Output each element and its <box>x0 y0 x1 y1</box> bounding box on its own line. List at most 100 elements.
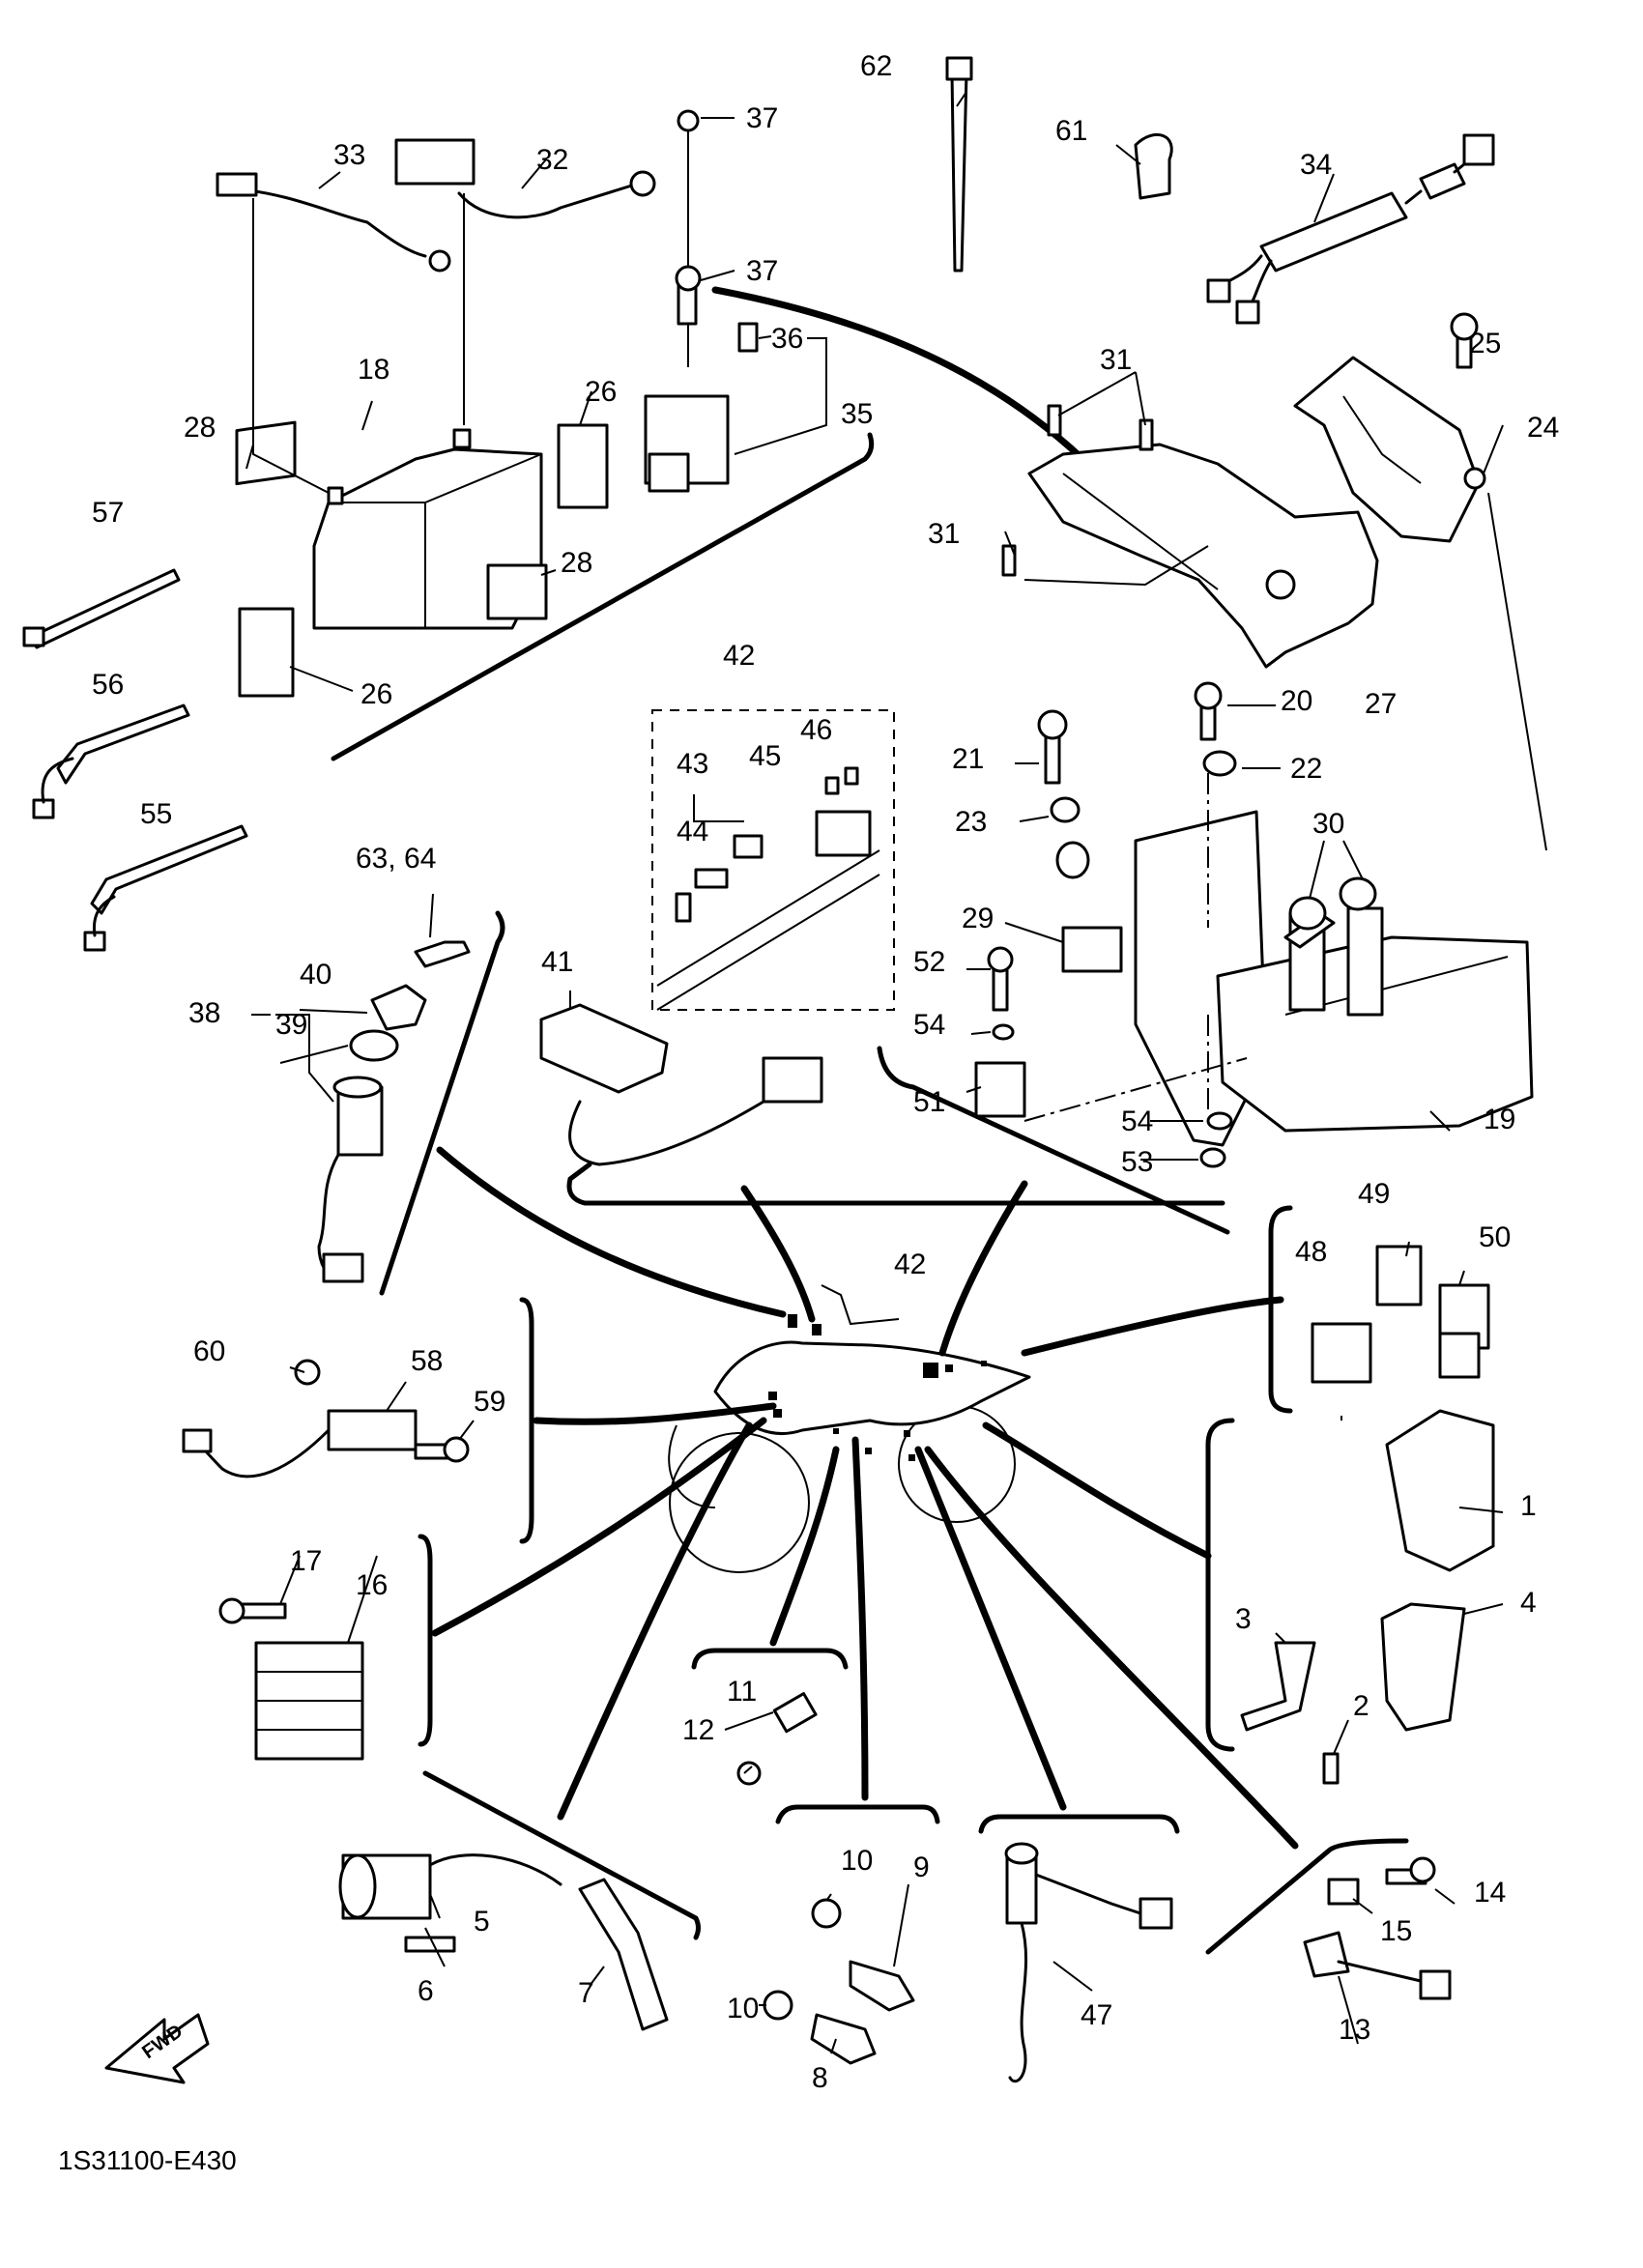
washer-12 <box>736 1761 762 1786</box>
callout-51: 51 <box>913 1086 945 1118</box>
callout-20: 20 <box>1281 685 1312 717</box>
callout-28b: 28 <box>561 547 592 579</box>
callout-45: 45 <box>749 740 781 772</box>
stay-3[interactable] <box>1240 1641 1316 1732</box>
ecu-group <box>1240 1409 1495 1785</box>
sensor-13-group <box>1303 1856 1452 2000</box>
harness-34 <box>1206 133 1495 325</box>
callout-29: 29 <box>962 903 994 934</box>
callout-37a: 37 <box>746 102 778 134</box>
relay-48[interactable] <box>1311 1322 1372 1384</box>
callout-54a: 54 <box>913 1009 945 1041</box>
callout-17: 17 <box>290 1545 322 1577</box>
nut-39 <box>349 1029 399 1062</box>
callout-54b: 54 <box>1121 1105 1153 1137</box>
pad-29 <box>1061 926 1123 973</box>
relay-49[interactable] <box>1375 1245 1423 1306</box>
fuse-box[interactable] <box>815 810 872 857</box>
callout-53: 53 <box>1121 1146 1153 1178</box>
callout-61: 61 <box>1055 115 1087 147</box>
callout-42b: 42 <box>894 1249 926 1280</box>
callout-52: 52 <box>913 946 945 978</box>
callout-41: 41 <box>541 946 573 978</box>
callout-25: 25 <box>1469 328 1501 359</box>
callout-labels: 1 2 3 4 5 6 7 8 9 10 10 11 12 13 14 15 1… <box>92 50 1559 2094</box>
bolt-31b <box>1139 418 1154 451</box>
callout-22: 22 <box>1290 753 1322 785</box>
sensor-8[interactable] <box>810 2013 877 2065</box>
bolt-31c <box>1001 544 1017 577</box>
callout-55: 55 <box>140 798 172 830</box>
callout-30: 30 <box>1312 808 1344 840</box>
callout-56: 56 <box>92 669 124 701</box>
callout-40: 40 <box>300 959 331 990</box>
diagram-code: 1S31100-E430 <box>58 2145 237 2175</box>
callout-26a: 26 <box>585 376 617 408</box>
cable-tie-55 <box>90 824 248 915</box>
callout-36: 36 <box>771 323 803 355</box>
callout-1: 1 <box>1520 1490 1537 1522</box>
fwd-arrow-icon: FWD <box>104 2013 210 2084</box>
callout-33: 33 <box>333 139 365 171</box>
callout-48: 48 <box>1295 1236 1327 1268</box>
callout-3: 3 <box>1235 1603 1252 1635</box>
cable-ties <box>22 56 1173 952</box>
connector-41 <box>539 1003 823 1166</box>
fuse-box-inset <box>651 709 895 1011</box>
ignition-switch-38[interactable] <box>336 1085 384 1157</box>
callout-2: 2 <box>1353 1690 1369 1722</box>
bolt-31a <box>1047 404 1062 437</box>
callout-39: 39 <box>275 1009 307 1041</box>
key-63-64[interactable] <box>414 940 471 968</box>
switch-58[interactable] <box>327 1409 418 1451</box>
plug-cap-7[interactable] <box>578 1878 669 2031</box>
battery-cable-connector <box>394 138 476 186</box>
callout-58: 58 <box>411 1345 443 1377</box>
callout-42a: 42 <box>723 640 755 672</box>
ecu-holder-4[interactable] <box>1380 1602 1466 1732</box>
callout-37b: 37 <box>746 255 778 287</box>
callout-57: 57 <box>92 497 124 529</box>
callout-27: 27 <box>1365 688 1397 720</box>
cable-tie-57 <box>27 568 181 649</box>
callout-9: 9 <box>913 1852 930 1883</box>
callout-10b: 10 <box>727 1993 759 2024</box>
callout-31a: 31 <box>1100 344 1132 376</box>
callout-8: 8 <box>812 2062 828 2094</box>
sensor-47[interactable] <box>1005 1853 1038 1925</box>
bolt-2 <box>1322 1752 1340 1785</box>
callout-23: 23 <box>955 806 987 838</box>
callout-6: 6 <box>418 1975 434 2007</box>
battery-box-cover-27[interactable] <box>1027 443 1379 669</box>
callout-5: 5 <box>474 1906 490 1938</box>
group-brackets <box>331 432 1409 1955</box>
callout-15: 15 <box>1380 1915 1412 1947</box>
battery-bracket-24[interactable] <box>1293 356 1481 543</box>
sidestand-switch-group <box>182 1359 470 1479</box>
cap-40 <box>370 984 427 1031</box>
callout-49: 49 <box>1358 1178 1390 1210</box>
sensor-11[interactable] <box>772 1692 818 1734</box>
callout-60: 60 <box>193 1335 225 1367</box>
callout-16: 16 <box>356 1569 388 1601</box>
ecu-1[interactable] <box>1385 1409 1495 1572</box>
callout-24: 24 <box>1527 412 1559 444</box>
sensor-9[interactable] <box>849 1960 915 2012</box>
sensor-13[interactable] <box>1303 1931 1350 1978</box>
battery-pad-side <box>557 423 609 509</box>
connector-41-body[interactable] <box>539 1003 669 1094</box>
callout-59: 59 <box>474 1386 505 1418</box>
callout-62: 62 <box>860 50 892 82</box>
callout-19: 19 <box>1484 1104 1515 1135</box>
motorcycle-outline <box>668 1284 1031 1573</box>
washer-10a <box>811 1898 842 1929</box>
relay-51[interactable] <box>974 1061 1026 1118</box>
battery-group <box>216 109 759 698</box>
callout-18: 18 <box>358 354 389 386</box>
sensor-group <box>736 1692 915 2065</box>
battery-box-group <box>974 312 1547 1168</box>
callout-21: 21 <box>952 743 984 775</box>
callout-34: 34 <box>1300 149 1332 181</box>
collar-22 <box>1202 750 1237 777</box>
